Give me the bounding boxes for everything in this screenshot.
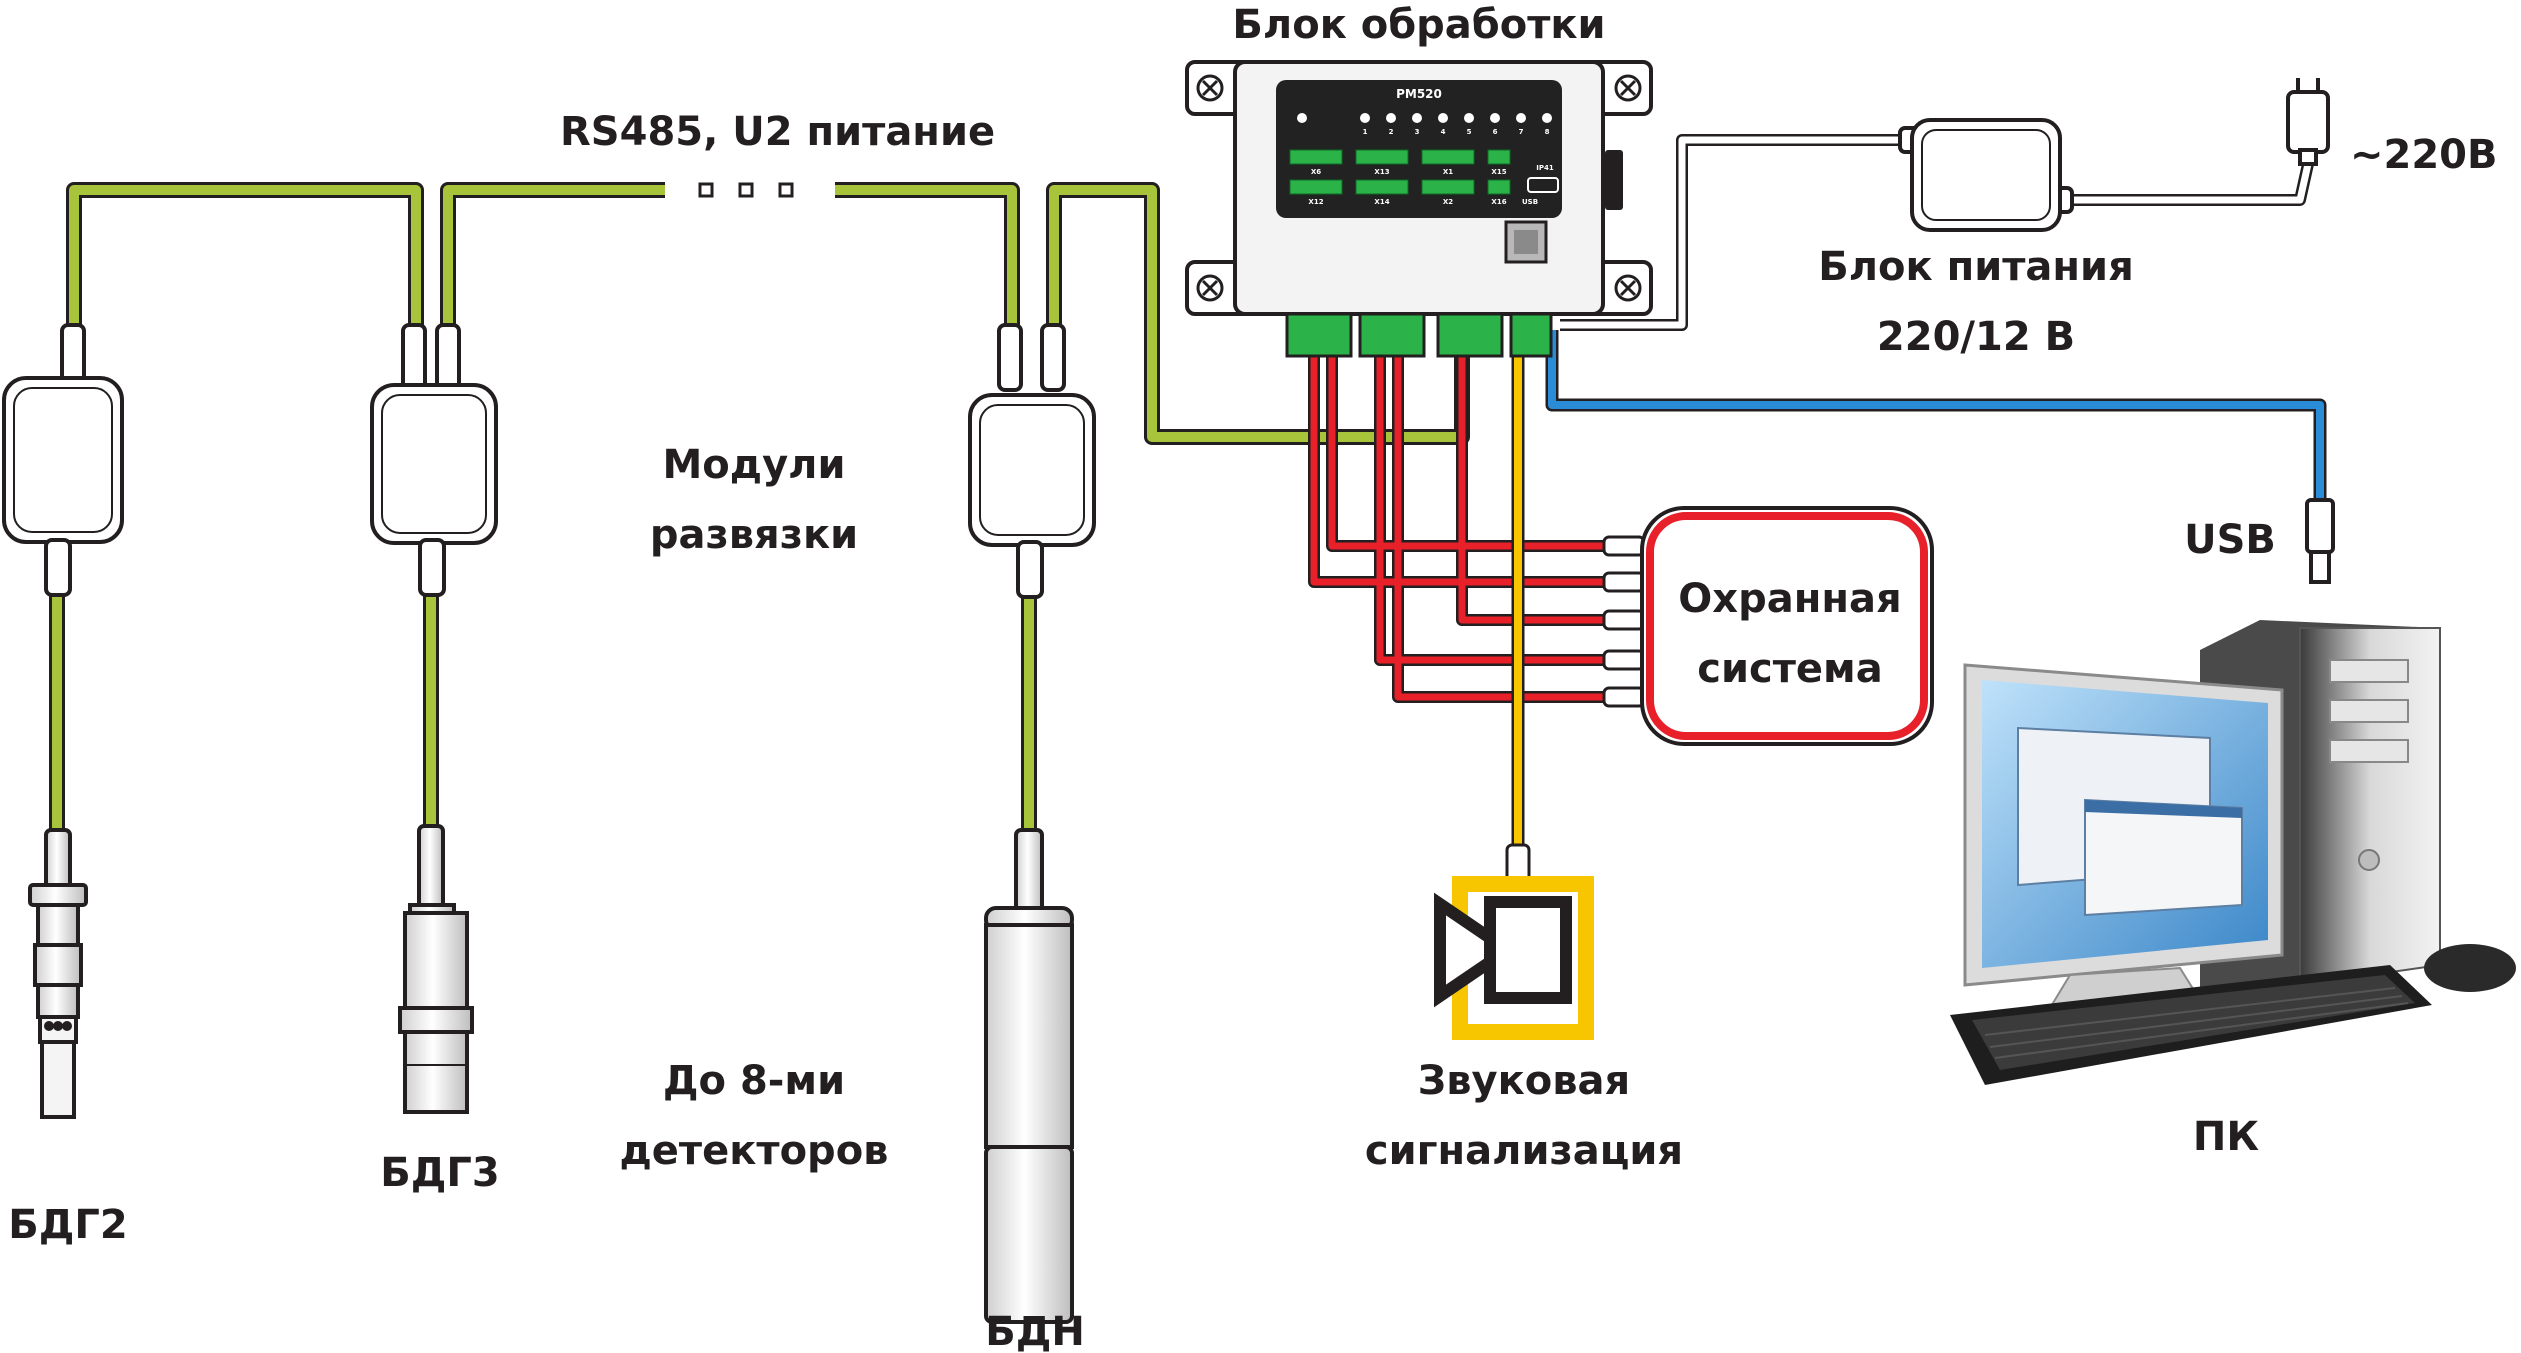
pc-mouse	[2424, 944, 2516, 992]
isolation-module-1	[2, 323, 124, 597]
bus-cable	[49, 182, 1470, 830]
usb-cable	[1545, 330, 2327, 505]
security-label-line1: Охранная	[1678, 576, 1901, 622]
terminal-label: X12	[1308, 198, 1323, 206]
led-number: 7	[1519, 128, 1524, 136]
detector-count-label-line2: детекторов	[620, 1128, 889, 1174]
security-label-line2: система	[1697, 646, 1882, 692]
device-model-label: PM520	[1396, 87, 1442, 101]
pc-icon	[1950, 620, 2516, 1085]
led-number: 1	[1363, 128, 1368, 136]
led-number: 8	[1545, 128, 1550, 136]
isolation-label-line1: Модули	[663, 442, 846, 488]
bus-continuation-dots	[698, 182, 794, 198]
detector-bdn-label: БДН	[985, 1309, 1085, 1353]
usb-connector-icon	[2305, 498, 2335, 584]
detector-bdg3	[398, 824, 474, 1114]
led-number: 3	[1415, 128, 1420, 136]
led-number: 2	[1389, 128, 1394, 136]
mains-label: ~220В	[2350, 132, 2498, 178]
isolation-module-2	[370, 323, 498, 597]
led-number: 4	[1441, 128, 1446, 136]
processing-unit: PM520 1 2 3 4 5 6 7 8	[1185, 60, 1653, 358]
terminal-label: X16	[1491, 198, 1506, 206]
pc-monitor	[1963, 663, 2284, 1010]
led-number: 5	[1467, 128, 1472, 136]
detector-bdg2	[28, 828, 88, 1119]
sound-alarm-icon	[1434, 843, 1594, 1040]
terminal-label: X14	[1374, 198, 1389, 206]
processing-unit-label: Блок обработки	[1232, 2, 1605, 48]
device-front-panel: PM520 1 2 3 4 5 6 7 8	[1276, 80, 1562, 218]
alarm-wires	[1308, 350, 1604, 703]
terminal-label: X13	[1374, 168, 1389, 176]
terminal-label: X1	[1443, 168, 1453, 176]
power-cable	[1560, 134, 2316, 331]
status-leds	[1297, 113, 1552, 123]
terminal-label: X2	[1443, 198, 1453, 206]
port-label: IP41	[1536, 164, 1554, 172]
terminal-label: X15	[1491, 168, 1506, 176]
led-number: 6	[1493, 128, 1498, 136]
terminal-label: X6	[1311, 168, 1321, 176]
pc-keyboard	[1950, 965, 2432, 1085]
detector-count-label-line1: До 8-ми	[663, 1058, 845, 1104]
isolation-module-3	[968, 323, 1096, 599]
sound-alarm-label-line1: Звуковая	[1418, 1058, 1630, 1104]
detector-bdg3-label: БДГ3	[380, 1150, 499, 1196]
detector-bdg2-label: БДГ2	[8, 1202, 127, 1248]
power-supply-label-line1: Блок питания	[1818, 244, 2134, 290]
panel-terminals	[1289, 149, 1511, 195]
sound-alarm-label-line2: сигнализация	[1365, 1128, 1683, 1174]
power-supply-label-line2: 220/12 В	[1877, 314, 2075, 360]
usb-label: USB	[2184, 517, 2276, 563]
isolation-label-line2: развязки	[650, 512, 858, 558]
power-supply	[1898, 118, 2074, 232]
bus-label: RS485, U2 питание	[560, 109, 995, 155]
port-label: USB	[1522, 198, 1538, 206]
security-system	[1602, 506, 1934, 746]
mains-plug-icon	[2286, 78, 2330, 166]
pc-label: ПК	[2193, 1114, 2259, 1160]
bottom-terminal-blocks	[1285, 312, 1553, 358]
detector-bdn	[984, 828, 1074, 1324]
